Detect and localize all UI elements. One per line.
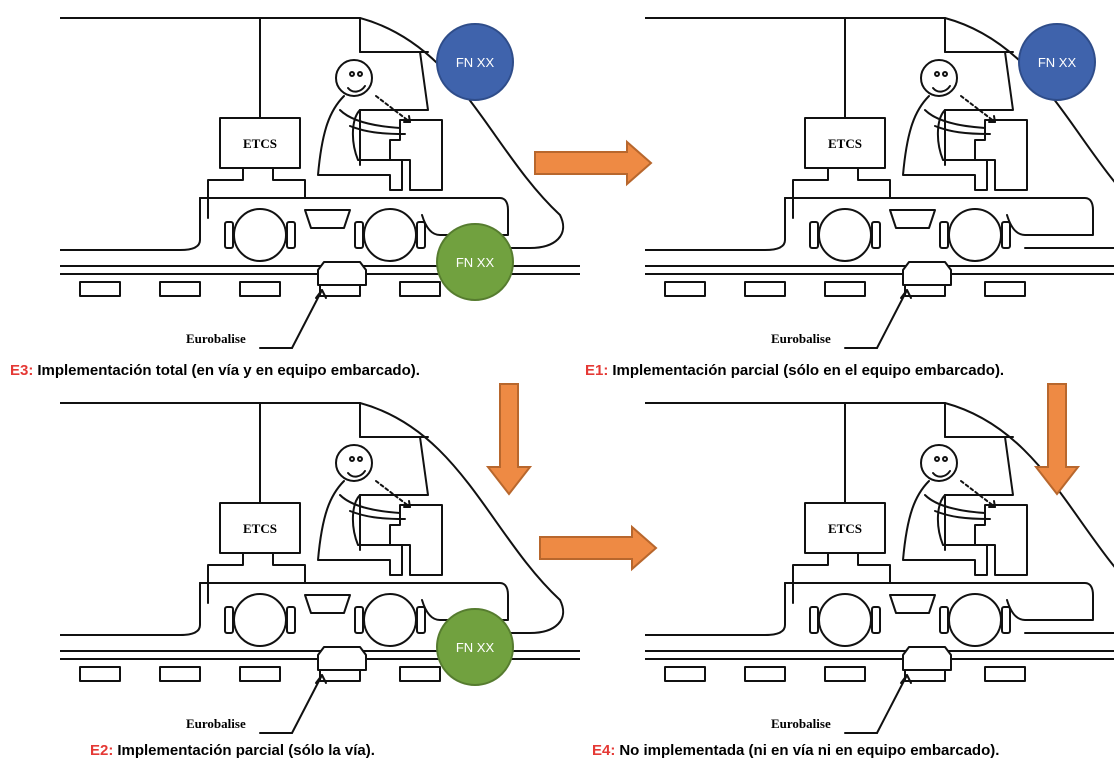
track-badge-label: FN XX [456, 255, 495, 270]
panel-e2: ETCS Eurobalise FN XX [60, 402, 580, 734]
onboard-badge: FN XX [1018, 23, 1096, 101]
etcs-label: ETCS [243, 521, 277, 536]
etcs-label: ETCS [828, 136, 862, 151]
eurobalise-label: Eurobalise [186, 331, 246, 346]
caption-e3: E3:Implementación total (en vía y en equ… [10, 362, 420, 379]
caption-code: E3: [10, 362, 34, 379]
caption-code: E1: [585, 362, 609, 379]
onboard-badge-label: FN XX [1038, 55, 1077, 70]
caption-e1: E1:Implementación parcial (sólo en el eq… [585, 362, 1004, 379]
caption-text: Implementación parcial (sólo en el equip… [612, 362, 1005, 379]
arrow-e4-down [1033, 383, 1081, 496]
caption-text: Implementación total (en vía y en equipo… [37, 362, 420, 379]
caption-code: E2: [90, 742, 114, 759]
arrow-e1-down [485, 383, 533, 496]
panel-e4: ETCS Eurobalise [645, 402, 1114, 734]
caption-text: Implementación parcial (sólo la vía). [117, 742, 375, 759]
eurobalise-label: Eurobalise [771, 331, 831, 346]
track-badge: FN XX [436, 608, 514, 686]
etcs-label: ETCS [828, 521, 862, 536]
caption-text: No implementada (ni en vía ni en equipo … [619, 742, 1000, 759]
arrow-e2-to-e4 [539, 524, 658, 572]
eurobalise-label: Eurobalise [186, 716, 246, 731]
onboard-badge-label: FN XX [456, 55, 495, 70]
arrow-e3-to-e1 [534, 139, 653, 187]
etcs-label: ETCS [243, 136, 277, 151]
panel-e1: ETCS Eurobalise FN XX [645, 17, 1114, 349]
track-badge: FN XX [436, 223, 514, 301]
caption-code: E4: [592, 742, 616, 759]
caption-e4: E4:No implementada (ni en vía ni en equi… [592, 742, 999, 759]
caption-e2: E2:Implementación parcial (sólo la vía). [90, 742, 375, 759]
panel-e3: ETCS Eurobalise FN XX FN XX [60, 17, 580, 349]
eurobalise-label: Eurobalise [771, 716, 831, 731]
track-badge-label: FN XX [456, 640, 495, 655]
onboard-badge: FN XX [436, 23, 514, 101]
